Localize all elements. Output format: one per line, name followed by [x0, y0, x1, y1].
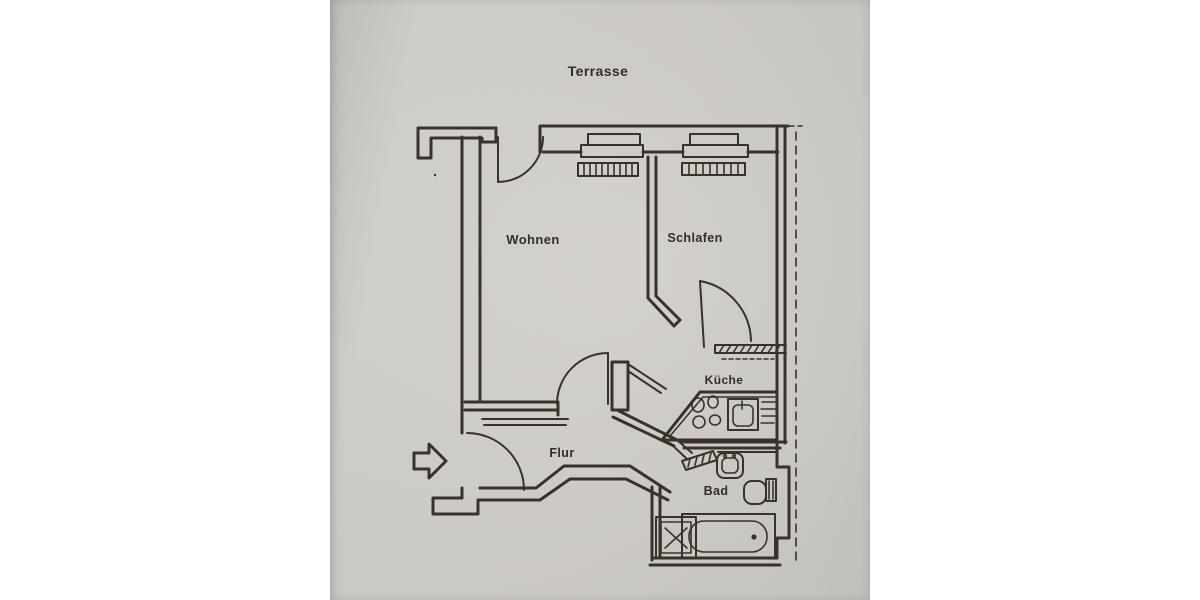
radiator-icon — [681, 162, 746, 176]
kitchen-counter — [660, 390, 779, 442]
entrance-arrow-icon — [412, 442, 448, 480]
kitchen-bottom-wall — [678, 440, 788, 450]
toilet-icon — [743, 478, 777, 505]
window-icon — [580, 133, 644, 158]
terrace-side-wall — [416, 126, 498, 160]
hall-south-wall-outer — [431, 477, 670, 516]
floorplan-photo: Terrasse Wohnen Schlafen Küche Flur Bad — [330, 0, 870, 600]
window-icon — [682, 133, 749, 158]
room-label-wohnen: Wohnen — [506, 232, 559, 247]
interior-walls — [463, 155, 788, 460]
living-hall-wall — [463, 400, 560, 417]
kitchen-upper-diagonal-wall — [627, 363, 667, 394]
room-label-kueche: Küche — [705, 373, 744, 387]
bath-right-niche-wall — [775, 441, 791, 560]
washbasin-icon — [716, 452, 744, 479]
scan-speck — [433, 173, 437, 177]
door-arc-icon — [466, 432, 525, 491]
door-arc-icon — [497, 136, 544, 183]
hall-ledge-line — [481, 418, 569, 426]
bathtub-icon — [681, 513, 776, 559]
bedroom-kitchen-hatched-wall — [714, 344, 787, 360]
door-arc-icon — [699, 280, 752, 348]
bath-left-wall — [650, 485, 662, 562]
door-arc-icon — [556, 352, 609, 405]
floorplan-drawing: Terrasse Wohnen Schlafen Küche Flur Bad — [412, 63, 803, 567]
top-wall — [538, 124, 790, 154]
bath-bottom-wall — [648, 556, 782, 567]
room-label-bad: Bad — [704, 484, 729, 498]
kitchen-sink-icon — [727, 398, 777, 431]
living-bedroom-wall — [646, 155, 682, 328]
shower-icon — [655, 516, 697, 559]
kitchen-pillar — [610, 360, 630, 412]
room-label-schlafen: Schlafen — [667, 231, 722, 245]
drainer-hatch — [760, 401, 777, 424]
room-label-flur: Flur — [549, 446, 574, 460]
radiator-icon — [577, 162, 639, 177]
terrace-label: Terrasse — [568, 63, 629, 79]
stove-icon — [691, 395, 722, 429]
sliding-door-icon — [681, 450, 718, 471]
left-wall — [460, 135, 482, 435]
hall-south-wall-inner — [478, 464, 672, 494]
